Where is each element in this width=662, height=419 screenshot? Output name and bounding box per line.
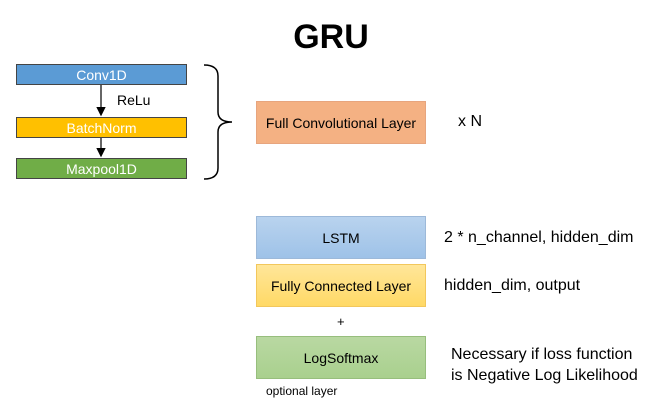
lstm-dims-label: 2 * n_channel, hidden_dim — [444, 229, 634, 246]
logsoftmax-box: LogSoftmax — [256, 336, 426, 379]
logsoftmax-note-line1: Necessary if loss function — [451, 346, 633, 363]
fc-dims-label: hidden_dim, output — [444, 277, 581, 294]
fully-connected-box: Fully Connected Layer — [256, 264, 426, 307]
diagram-title: GRU — [293, 18, 369, 56]
conv1d-box: Conv1D — [16, 64, 187, 85]
maxpool1d-box: Maxpool1D — [16, 158, 187, 179]
relu-label: ReLu — [117, 92, 151, 108]
grouping-brace — [203, 64, 233, 180]
lstm-box: LSTM — [256, 216, 426, 259]
logsoftmax-note: Necessary if loss function is Negative L… — [451, 344, 638, 386]
plus-sign: + — [337, 314, 345, 329]
optional-layer-label: optional layer — [266, 384, 338, 398]
logsoftmax-note-line2: is Negative Log Likelihood — [451, 367, 638, 384]
repeat-label: x N — [458, 113, 482, 130]
batchnorm-box: BatchNorm — [16, 117, 187, 138]
full-convolutional-layer-box: Full Convolutional Layer — [256, 101, 426, 144]
